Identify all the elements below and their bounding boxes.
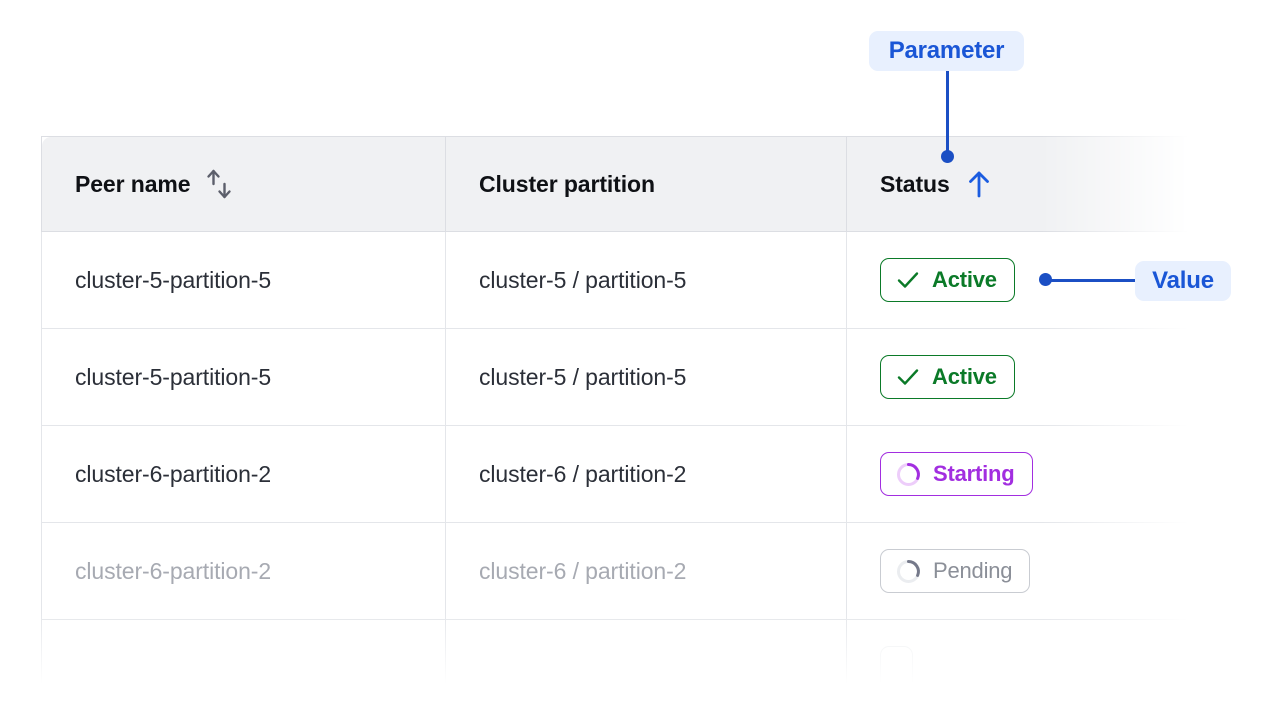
status-badge-label: Active	[932, 267, 997, 292]
table-body: cluster-5-partition-5 cluster-5 / partit…	[41, 231, 1192, 717]
cell-cluster-partition: cluster-6 / partition-2	[445, 425, 847, 523]
cell-status: Active	[846, 328, 1192, 426]
status-badge-label: Pending	[933, 558, 1013, 583]
status-badge-pending: Pending	[880, 549, 1031, 593]
cell-cluster-partition: cluster-5 / partition-5	[445, 231, 847, 329]
status-badge-active: Active	[880, 258, 1015, 302]
table-header-row: Peer name	[41, 136, 1192, 232]
column-header-peer-name[interactable]: Peer name	[41, 136, 446, 232]
annotation-parameter-connector	[946, 71, 949, 156]
table-row[interactable]: cluster-6-partition-2 cluster-6 / partit…	[41, 522, 1192, 620]
status-badge-label: Starting	[933, 461, 1015, 486]
status-badge-active: Active	[880, 355, 1015, 399]
check-icon	[897, 369, 919, 385]
annotation-value-connector	[1049, 279, 1135, 282]
annotation-value-label: Value	[1135, 261, 1231, 301]
spinner-icon	[897, 559, 920, 583]
table-row[interactable]	[41, 619, 1192, 717]
cell-status	[846, 619, 1192, 717]
column-header-status[interactable]: Status	[846, 136, 1192, 232]
table-row[interactable]: cluster-5-partition-5 cluster-5 / partit…	[41, 231, 1192, 329]
column-header-cluster-partition[interactable]: Cluster partition	[445, 136, 847, 232]
sort-both-icon[interactable]	[204, 167, 234, 201]
status-badge-placeholder	[880, 646, 913, 690]
column-header-status-label: Status	[880, 170, 950, 197]
peers-table-container: Peer name	[41, 136, 1192, 717]
cell-cluster-partition: cluster-6 / partition-2	[445, 522, 847, 620]
cell-peer-name: cluster-5-partition-5	[41, 231, 446, 329]
cell-peer-name	[41, 619, 446, 717]
arrow-up-icon[interactable]	[964, 168, 994, 200]
annotation-value-dot	[1039, 273, 1052, 286]
cell-peer-name: cluster-5-partition-5	[41, 328, 446, 426]
annotation-parameter-dot	[941, 150, 954, 163]
cell-cluster-partition: cluster-5 / partition-5	[445, 328, 847, 426]
cell-peer-name: cluster-6-partition-2	[41, 425, 446, 523]
annotation-parameter-label: Parameter	[869, 31, 1024, 71]
column-header-peer-name-label: Peer name	[75, 170, 191, 197]
status-badge-label: Active	[932, 364, 997, 389]
table-fade-mask: Peer name	[41, 136, 1192, 717]
peers-table: Peer name	[41, 136, 1192, 717]
column-header-cluster-partition-label: Cluster partition	[479, 170, 655, 197]
cell-status: Pending	[846, 522, 1192, 620]
spinner-icon	[897, 462, 920, 486]
table-row[interactable]: cluster-6-partition-2 cluster-6 / partit…	[41, 425, 1192, 523]
cell-peer-name: cluster-6-partition-2	[41, 522, 446, 620]
status-badge-starting: Starting	[880, 452, 1033, 496]
cell-status: Starting	[846, 425, 1192, 523]
table-header: Peer name	[41, 136, 1192, 232]
table-row[interactable]: cluster-5-partition-5 cluster-5 / partit…	[41, 328, 1192, 426]
cell-cluster-partition	[445, 619, 847, 717]
check-icon	[897, 272, 919, 288]
